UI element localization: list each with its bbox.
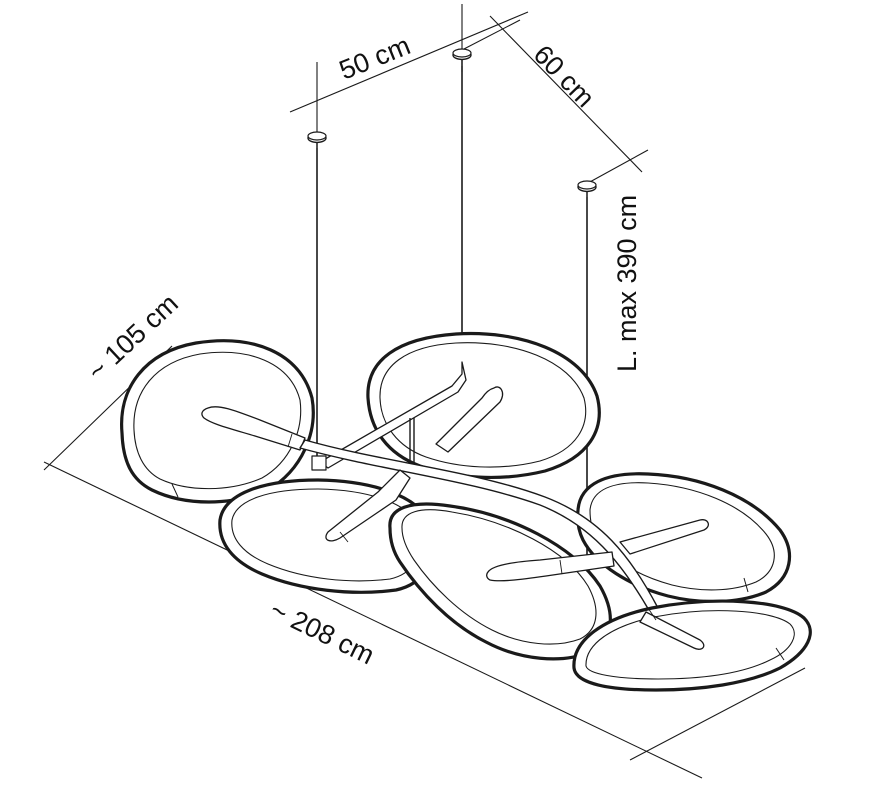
label-cable-length: L. max 390 cm: [612, 195, 642, 372]
ceiling-rose-left: [307, 131, 327, 148]
dim-ext-60-top: [461, 19, 521, 51]
arm-front-left: [325, 469, 411, 542]
arms-back: [201, 361, 709, 555]
arm-front-center: [486, 551, 615, 582]
dim-line-50: [289, 11, 529, 113]
arm-back-center: [435, 386, 504, 453]
dim-ext-60-bottom: [587, 149, 649, 184]
ceiling-rose-center: [452, 48, 472, 66]
dim-line-208: [43, 461, 703, 779]
label-side-spacing: 60 cm: [528, 39, 601, 113]
dimension-lines: [43, 4, 806, 779]
arms-front: [325, 469, 705, 650]
dim-ext-208-right: [629, 667, 806, 761]
label-length: ~ 208 cm: [265, 594, 379, 670]
ceiling-rose-right: [577, 180, 597, 197]
arm-front-right: [639, 611, 705, 650]
arm-back-right: [619, 519, 709, 555]
arm-back-left: [201, 406, 306, 451]
dim-line-60: [489, 15, 643, 173]
label-top-spacing: 50 cm: [335, 30, 414, 85]
